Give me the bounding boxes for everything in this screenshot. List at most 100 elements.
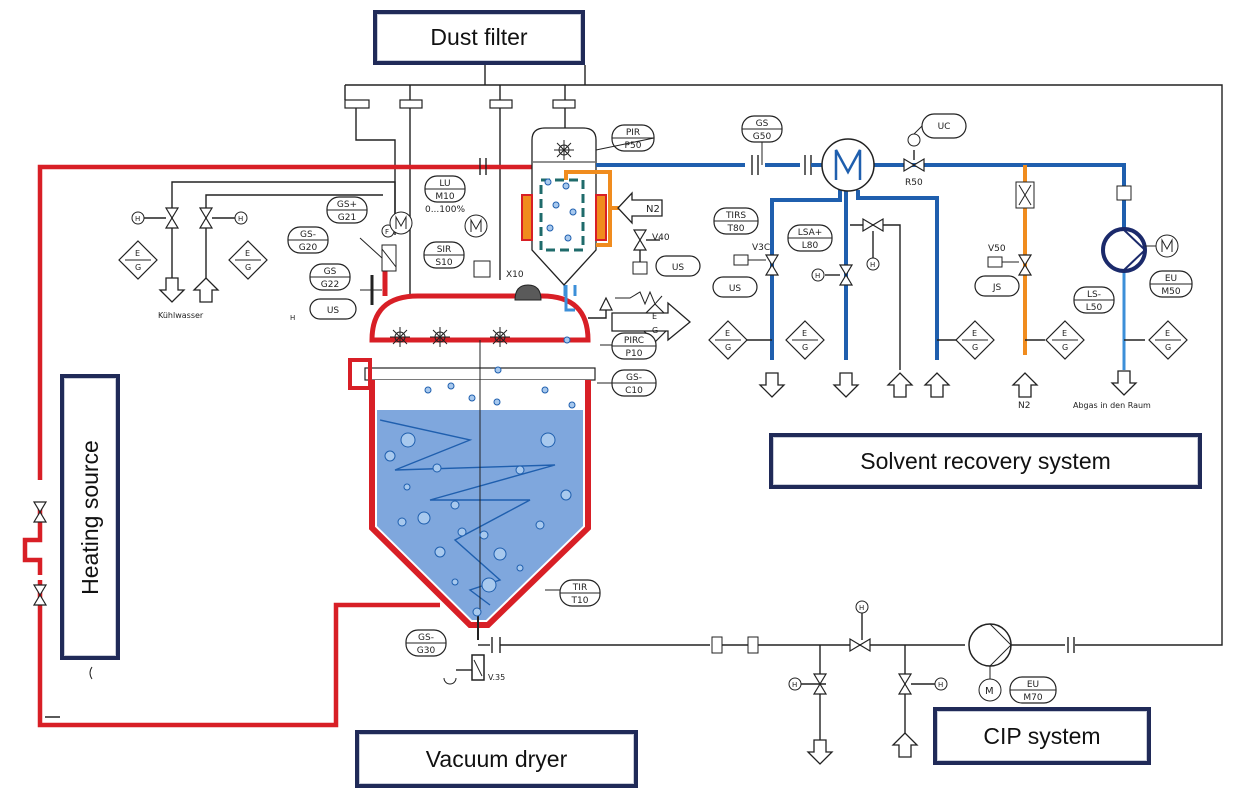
- dust-filter-label: Dust filter: [373, 10, 585, 65]
- svg-text:N2: N2: [646, 204, 660, 215]
- svg-text:P10: P10: [626, 349, 643, 359]
- svg-text:E: E: [972, 329, 977, 338]
- svg-text:LU: LU: [439, 179, 450, 189]
- svg-text:V3C: V3C: [752, 243, 770, 253]
- solvent-recovery-label: Solvent recovery system: [769, 433, 1202, 489]
- bottom-drain-valve: [443, 654, 485, 685]
- svg-text:S10: S10: [435, 258, 452, 268]
- svg-text:GS-: GS-: [300, 230, 316, 240]
- svg-text:X10: X10: [506, 270, 524, 280]
- svg-text:G: G: [652, 326, 658, 335]
- svg-text:T10: T10: [571, 596, 589, 606]
- svg-text:Kühlwasser: Kühlwasser: [158, 311, 204, 320]
- dust-filter-unit: [521, 127, 663, 312]
- tag-pir-p50: PIR P50: [611, 124, 655, 152]
- solvent-recovery-piping: [596, 155, 1145, 370]
- svg-text:US: US: [672, 263, 685, 273]
- tag-gs-g30: GS- G30: [405, 629, 447, 657]
- tag-lsa-l80: LSA+ L80: [787, 224, 833, 252]
- svg-text:P50: P50: [625, 141, 642, 151]
- svg-text:E: E: [725, 329, 730, 338]
- svg-text:N2: N2: [1018, 401, 1030, 411]
- level-switch-stack: [359, 211, 491, 305]
- svg-text:GS-: GS-: [626, 373, 642, 383]
- tag-ls-l50: LS- L50: [1073, 286, 1115, 314]
- svg-text:LSA+: LSA+: [798, 228, 823, 238]
- svg-text:GS: GS: [324, 267, 337, 277]
- svg-text:M10: M10: [435, 192, 454, 202]
- svg-text:G: G: [802, 343, 808, 352]
- svg-text:G: G: [1165, 343, 1171, 352]
- svg-text:H: H: [859, 604, 864, 612]
- small-annotations: N2 V40 V3C V50 R50 X10 V.35 Kühlwasser N…: [135, 178, 1171, 697]
- svg-text:US: US: [729, 284, 742, 294]
- svg-text:M50: M50: [1161, 287, 1180, 297]
- svg-text:H: H: [792, 681, 797, 689]
- tag-js: JS: [974, 275, 1020, 297]
- outer-frame-pipe: [344, 65, 1223, 646]
- svg-text:E: E: [1062, 329, 1067, 338]
- svg-text:GS-: GS-: [418, 633, 434, 643]
- tag-gs-c10: GS-C10: [611, 369, 657, 397]
- tag-us-v40: US: [655, 255, 701, 277]
- svg-text:L50: L50: [1086, 303, 1103, 313]
- vacuum-pump: [1101, 227, 1179, 273]
- svg-text:TIRS: TIRS: [725, 211, 746, 221]
- tag-gs-g20: GS- G20: [287, 226, 329, 254]
- condenser: [821, 138, 875, 192]
- svg-text:GS+: GS+: [337, 200, 357, 210]
- svg-text:H: H: [938, 681, 943, 689]
- svg-text:US: US: [327, 306, 340, 316]
- cooling-water-instruments: [118, 181, 396, 303]
- svg-text:G50: G50: [753, 132, 772, 142]
- tag-eu-m50: EU M50: [1149, 270, 1193, 298]
- svg-text:H: H: [238, 215, 243, 223]
- dust-filter-text: Dust filter: [430, 24, 528, 50]
- svg-text:G: G: [1062, 343, 1068, 352]
- svg-text:LS-: LS-: [1087, 290, 1101, 300]
- tag-lu-m10: LU M10: [424, 175, 466, 203]
- svg-text:JS: JS: [992, 283, 1002, 293]
- svg-text:L80: L80: [802, 241, 819, 251]
- tag-gs-g22: GS G22: [309, 263, 351, 291]
- tag-uc: UC: [921, 113, 967, 139]
- svg-text:TIR: TIR: [572, 583, 587, 593]
- svg-text:G: G: [725, 343, 731, 352]
- svg-text:E: E: [652, 312, 657, 321]
- svg-text:G22: G22: [321, 280, 339, 290]
- solvent-recovery-text: Solvent recovery system: [860, 447, 1111, 474]
- svg-text:H: H: [290, 314, 295, 322]
- cip-system-text: CIP system: [983, 722, 1101, 749]
- heating-source-label: Heating source: [60, 374, 120, 660]
- svg-text:EU: EU: [1165, 274, 1177, 284]
- svg-text:PIR: PIR: [626, 128, 640, 138]
- svg-text:H: H: [135, 215, 140, 223]
- svg-text:UC: UC: [938, 122, 951, 132]
- svg-text:E: E: [245, 249, 250, 258]
- svg-text:T80: T80: [727, 224, 745, 234]
- svg-text:G20: G20: [299, 243, 318, 253]
- svg-text:G: G: [245, 263, 251, 272]
- tag-gs-g21: GS+ G21: [326, 196, 368, 224]
- tag-us-v30: US: [712, 276, 758, 298]
- tag-tir-t10: TIR T10: [559, 579, 601, 607]
- svg-text:G: G: [972, 343, 978, 352]
- svg-text:V40: V40: [652, 233, 670, 243]
- svg-text:V50: V50: [988, 244, 1006, 254]
- vacuum-dryer-text: Vacuum dryer: [425, 745, 568, 772]
- tag-tirs-t80: TIRS T80: [713, 207, 759, 235]
- svg-text:M: M: [985, 686, 994, 697]
- svg-text:G30: G30: [417, 646, 436, 656]
- svg-text:E: E: [1165, 329, 1170, 338]
- vacuum-dryer-label: Vacuum dryer: [355, 730, 638, 788]
- svg-text:E: E: [802, 329, 807, 338]
- heating-source-text: Heating source: [76, 439, 103, 595]
- svg-text:M70: M70: [1023, 693, 1042, 703]
- svg-text:G21: G21: [338, 213, 356, 223]
- recovery-instruments: [632, 133, 1188, 398]
